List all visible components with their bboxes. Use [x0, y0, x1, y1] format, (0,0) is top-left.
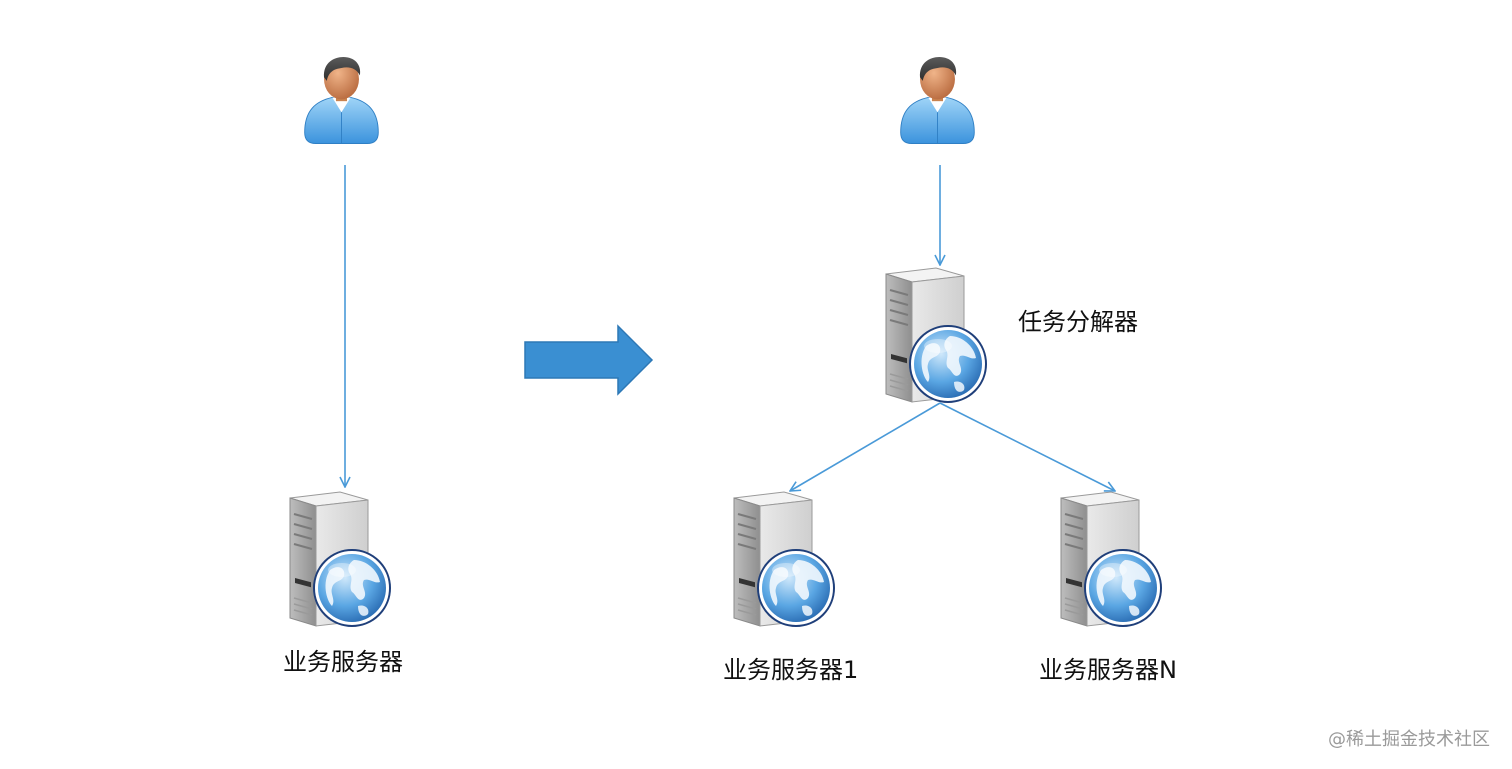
server-icon-splitter	[885, 267, 987, 403]
connector-splitter-to-server1	[790, 402, 941, 491]
left-server-label: 业务服务器	[283, 648, 403, 676]
user-icon-left	[304, 56, 379, 144]
transform-arrow	[524, 324, 654, 396]
watermark-text: @稀土掘金技术社区	[1328, 729, 1490, 750]
splitter-label: 任务分解器	[1018, 308, 1138, 336]
server-icon-1	[733, 491, 835, 627]
server-icon-left	[289, 491, 391, 627]
serverN-label: 业务服务器N	[1039, 656, 1177, 684]
connector-splitter-to-serverN	[939, 402, 1115, 491]
user-icon-right	[900, 56, 975, 144]
server-icon-n	[1060, 491, 1162, 627]
server1-label: 业务服务器1	[723, 656, 859, 684]
